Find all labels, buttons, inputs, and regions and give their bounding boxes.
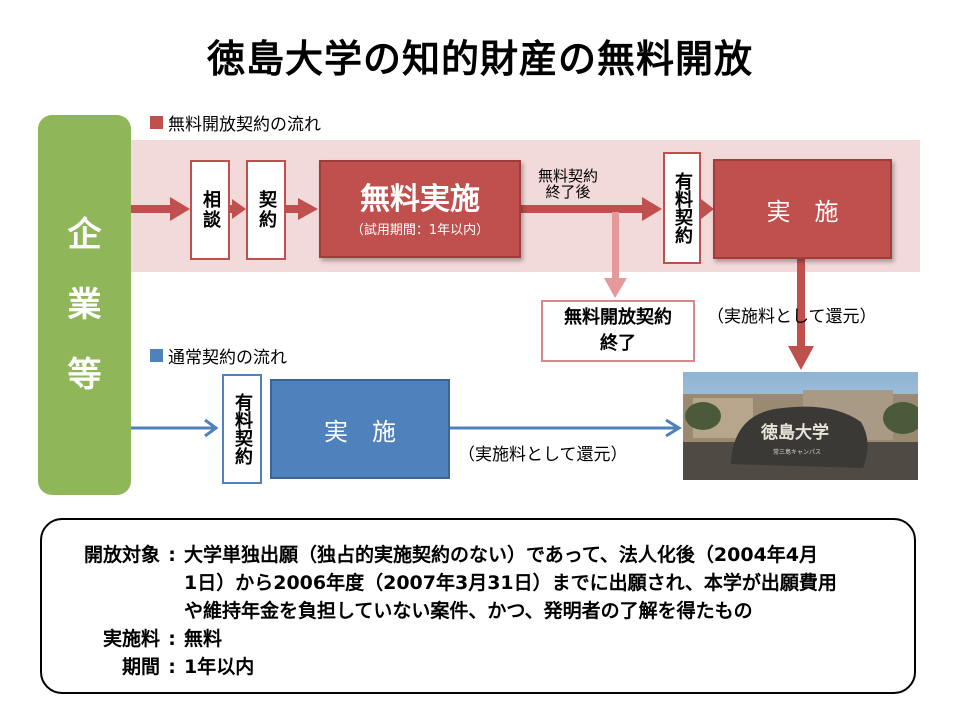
contract-box: 契約	[246, 160, 286, 260]
info-value-line: 大学単独出願（独占的実施契約のない）であって、法人化後（2004年4月	[184, 544, 819, 566]
info-value-line: 1日）から2006年度（2007年3月31日）までに出願され、本学が出願費用	[184, 572, 837, 594]
info-key: 開放対象	[83, 544, 160, 566]
after-end-line2: 終了後	[545, 183, 591, 201]
end-box-line1: 無料開放契約	[564, 307, 672, 328]
impl-box-red: 実 施	[713, 159, 892, 259]
branch-arrow	[604, 212, 627, 298]
info-key: 期間	[121, 656, 160, 678]
info-row-fee: 実施料:無料	[48, 624, 222, 651]
return-note-top: （実施料として還元）	[707, 307, 877, 327]
red-square-icon	[150, 116, 163, 129]
return-note-bottom: （実施料として還元）	[458, 445, 628, 465]
company-char: 業	[67, 285, 102, 325]
normal-flow-label: 通常契約の流れ	[168, 348, 287, 368]
company-box: 企 業 等	[38, 115, 131, 495]
after-end-line1: 無料契約	[537, 167, 598, 185]
info-value-line: 1年以内	[184, 656, 255, 678]
stone-text: 徳島大学	[760, 422, 829, 443]
consult-box: 相談	[190, 160, 230, 260]
info-box	[40, 518, 916, 694]
free-impl-box: 無料実施 （試用期間：1年以内）	[319, 160, 521, 258]
company-char: 等	[67, 355, 102, 395]
free-paid-contract-box: 有料契約	[663, 152, 701, 264]
free-flow-label: 無料開放契約の流れ	[168, 115, 321, 135]
free-impl-sub: （試用期間：1年以内）	[350, 222, 490, 238]
end-box-line2: 終了	[600, 333, 636, 354]
after-end-note: 無料契約 終了後	[528, 168, 608, 200]
red-flow-arrows	[131, 197, 814, 370]
info-value-line: や維持年金を負担していない案件、かつ、発明者の了解を得たもの	[184, 600, 753, 622]
company-char: 企	[67, 215, 102, 255]
normal-flow-section-label: 通常契約の流れ	[150, 343, 287, 368]
normal-paid-contract-box: 有料契約	[222, 374, 262, 484]
stone-sub: 常三島キャンパス	[773, 448, 821, 456]
free-impl-main: 無料実施	[360, 181, 480, 217]
info-key: 実施料	[102, 628, 160, 650]
page-title: 徳島大学の知的財産の無料開放	[206, 37, 753, 81]
end-box: 無料開放契約 終了	[541, 300, 695, 362]
info-row-target: 開放対象:大学単独出願（独占的実施契約のない）であって、法人化後（2004年4月	[48, 540, 818, 567]
impl-box-blue: 実 施	[270, 379, 450, 479]
campus-stone-image: 徳島大学 常三島キャンパス	[683, 372, 918, 480]
university-photo: 徳島大学 常三島キャンパス	[683, 372, 918, 480]
blue-flow-arrows	[131, 418, 682, 438]
info-value-line: 無料	[184, 628, 223, 650]
free-flow-section-label: 無料開放契約の流れ	[150, 110, 321, 135]
blue-square-icon	[150, 349, 163, 362]
info-row-period: 期間:1年以内	[48, 652, 254, 679]
